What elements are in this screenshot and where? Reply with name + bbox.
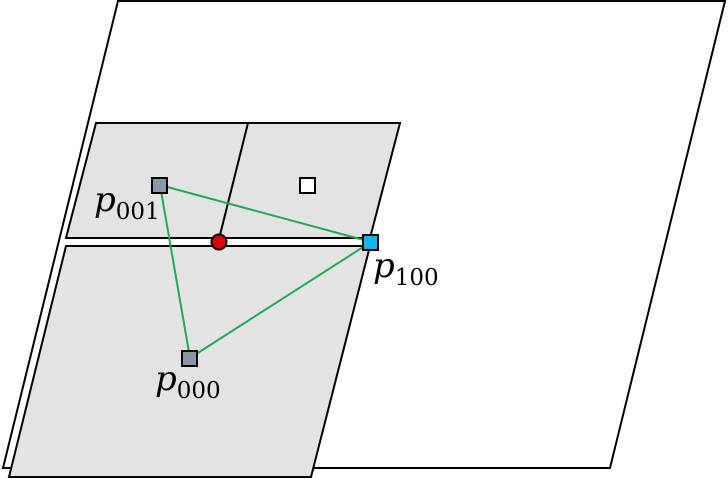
- edge-p001-p000: [159, 184, 191, 359]
- label-p001-base: p: [94, 180, 116, 220]
- label-p001-sub: 001: [116, 199, 160, 225]
- vertex-p000: [181, 350, 198, 367]
- edge-p000-p100: [189, 241, 372, 359]
- label-p000-sub: 000: [177, 378, 221, 404]
- label-p001: p001: [94, 180, 160, 225]
- intersection-point: [210, 233, 228, 251]
- vertex-empty: [299, 177, 316, 194]
- vertex-p100: [362, 234, 379, 251]
- vertex-p001: [151, 177, 168, 194]
- label-p000-base: p: [155, 359, 177, 399]
- label-p100-base: p: [373, 246, 395, 286]
- triangle-edges: [159, 184, 372, 359]
- label-p100-sub: 100: [395, 265, 439, 291]
- label-p100: p100: [373, 246, 439, 291]
- edge-p001-p100: [159, 184, 372, 243]
- label-p000: p000: [155, 359, 221, 404]
- upper-patch-divider: [218, 122, 249, 240]
